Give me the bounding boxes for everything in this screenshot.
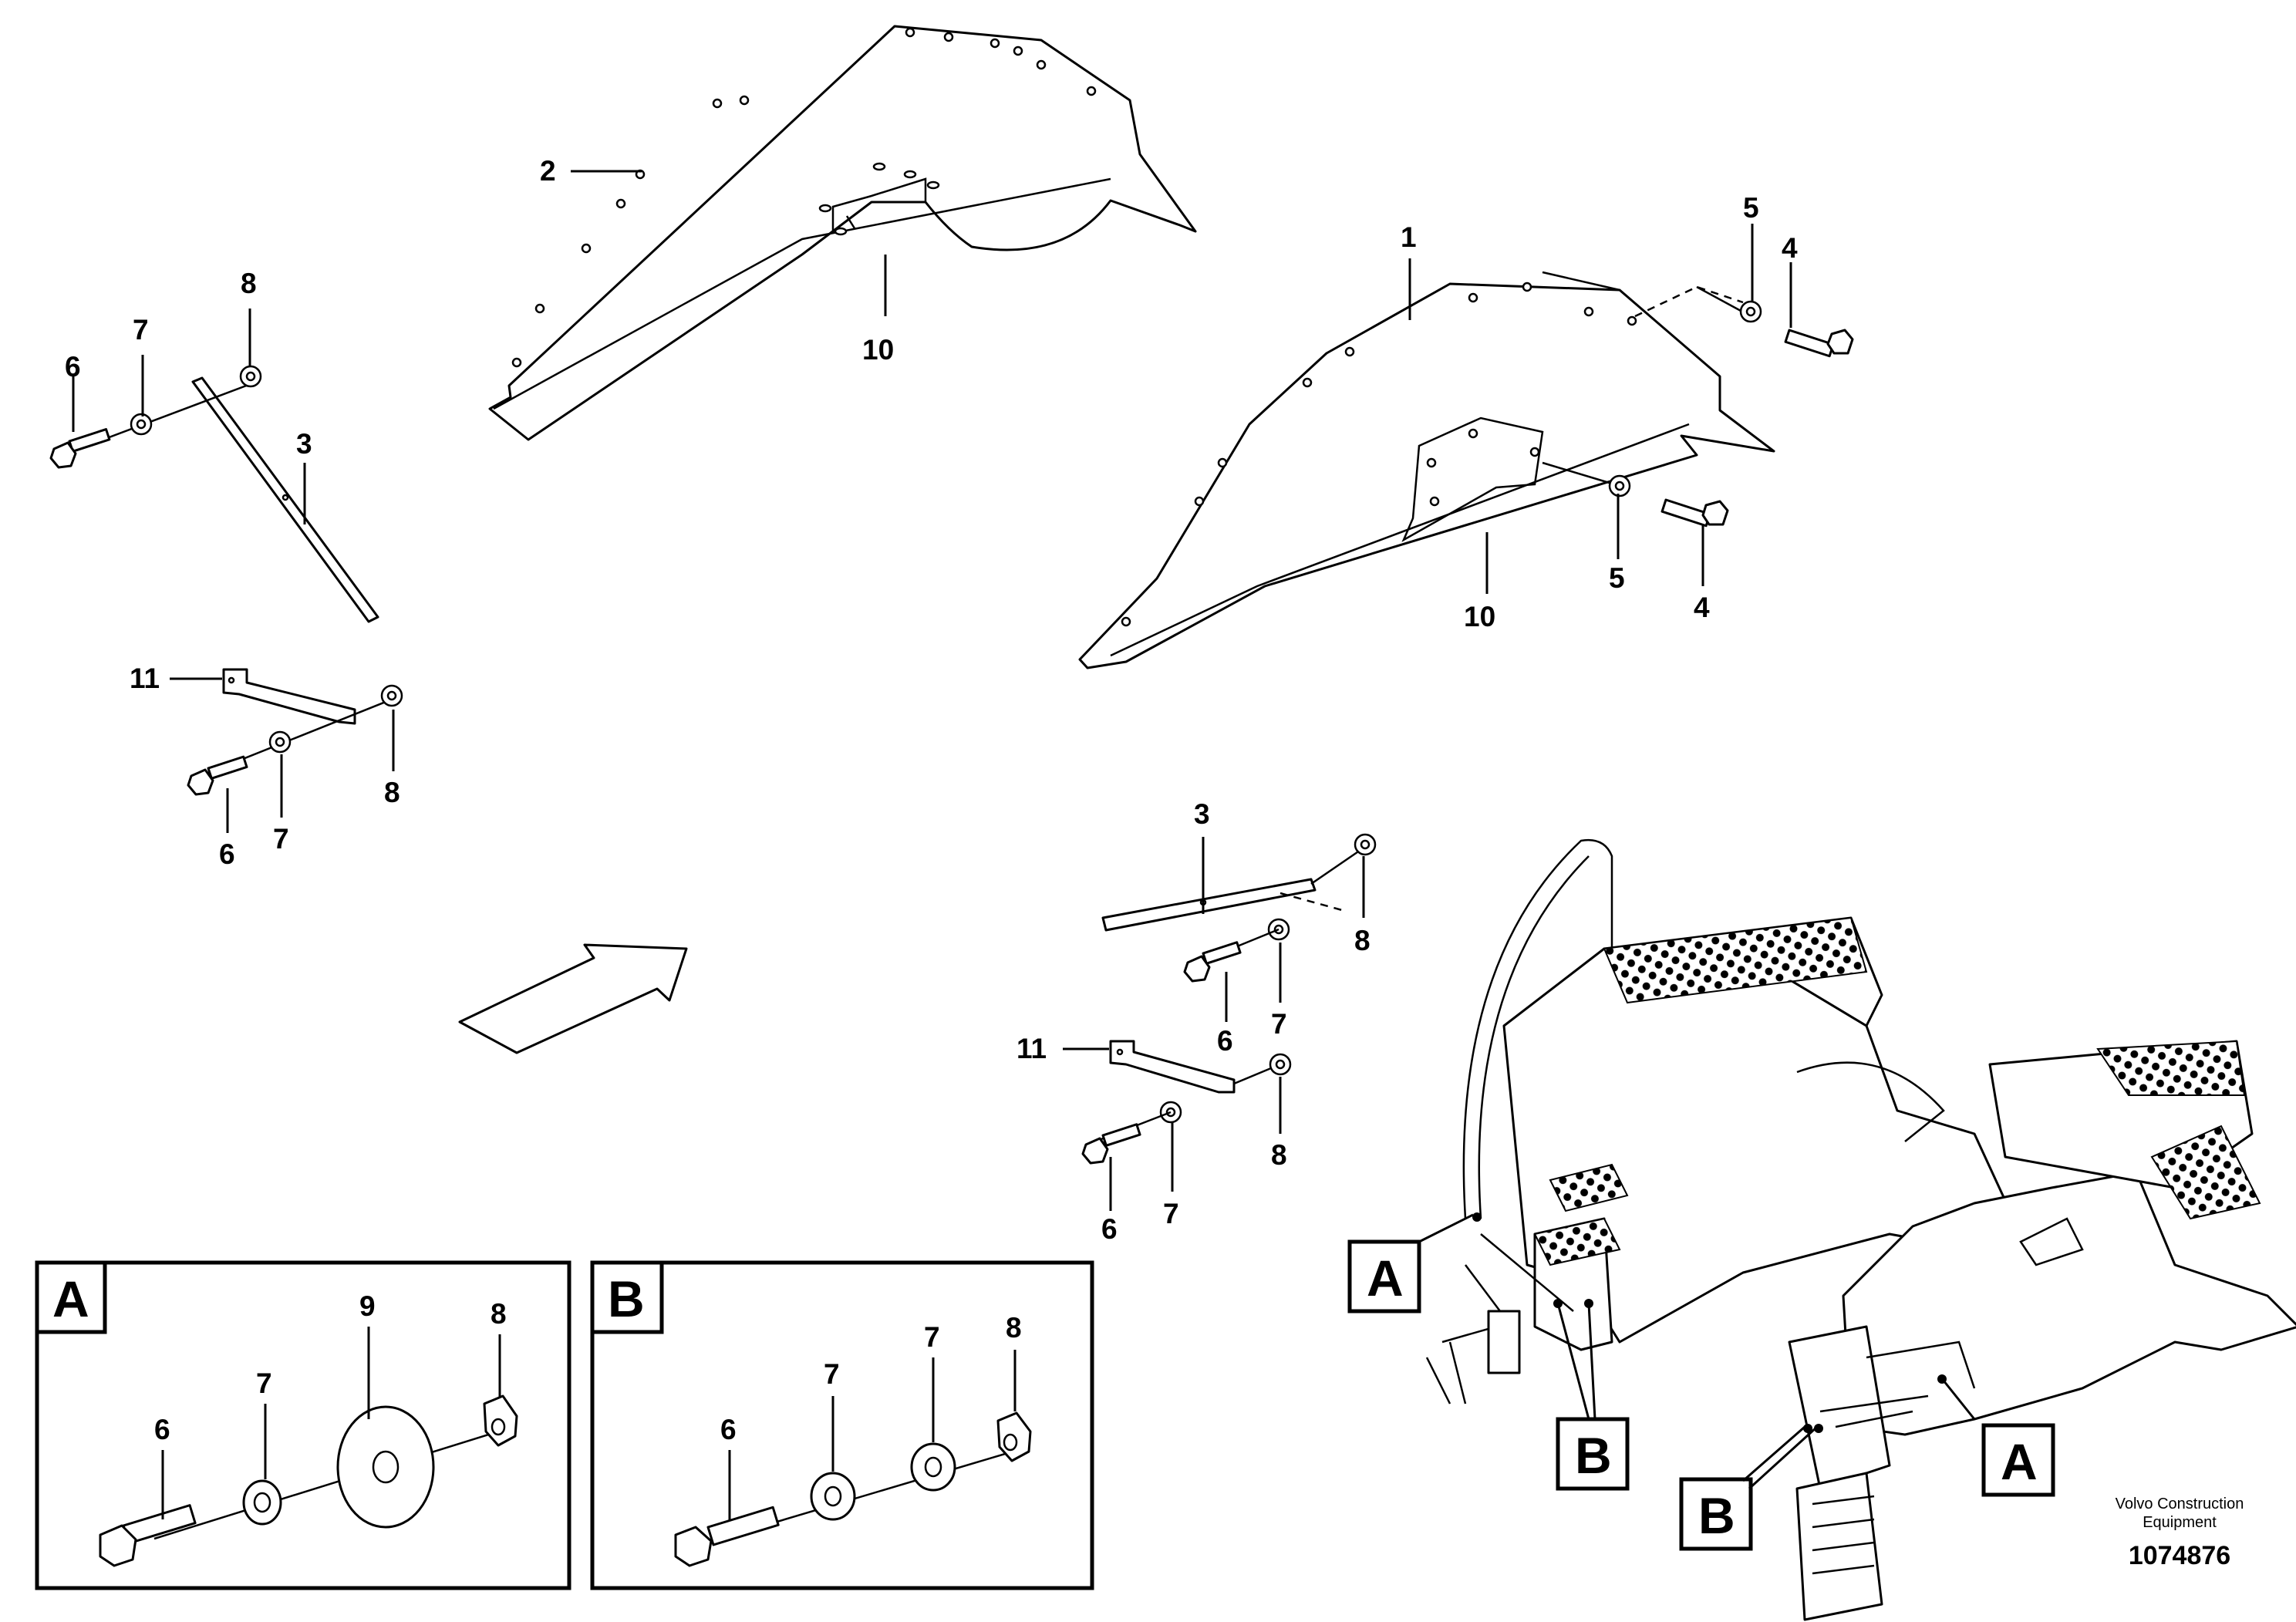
callout-10: 10 — [1464, 601, 1495, 632]
callout-7: 7 — [1163, 1198, 1179, 1229]
callout-6: 6 — [1101, 1213, 1118, 1245]
callout-5: 5 — [1743, 192, 1759, 224]
callout-7: 7 — [824, 1358, 840, 1390]
detail-label-a: A — [1367, 1249, 1404, 1307]
detail-label-b: B — [608, 1270, 645, 1327]
detail-labels: A B A B A B — [52, 1239, 2055, 1551]
callout-3: 3 — [1194, 798, 1210, 830]
detail-label-a: A — [52, 1270, 89, 1327]
callout-8: 8 — [1006, 1312, 1022, 1344]
detail-box-a — [35, 1260, 571, 1590]
machine-illustration — [1425, 838, 2296, 1621]
callout-7: 7 — [1271, 1008, 1287, 1040]
fastener-set-upper-right — [1542, 285, 1854, 528]
callout-8: 8 — [1271, 1139, 1287, 1171]
callout-8: 8 — [241, 268, 257, 299]
detail-box-b — [590, 1260, 1094, 1590]
callout-6: 6 — [154, 1414, 170, 1445]
callout-11: 11 — [1017, 1033, 1047, 1064]
callout-5: 5 — [1609, 562, 1625, 594]
callout-11: 11 — [130, 663, 160, 694]
callout-8: 8 — [491, 1298, 507, 1330]
screw — [1784, 329, 1835, 358]
callout-4: 4 — [1782, 232, 1798, 264]
bracket-set-right — [1081, 833, 1377, 1165]
callout-6: 6 — [720, 1414, 737, 1445]
callout-4: 4 — [1694, 592, 1710, 623]
callout-7: 7 — [133, 314, 149, 346]
bracket-set-left-lower — [187, 668, 403, 796]
screw — [1101, 1123, 1141, 1147]
leader-lines — [72, 170, 1976, 1521]
callout-6: 6 — [219, 838, 235, 870]
footer: Volvo Construction Equipment 1074876 — [2116, 1496, 2244, 1570]
company-name-line2: Equipment — [2143, 1514, 2217, 1531]
detail-label-b: B — [1575, 1427, 1612, 1484]
callout-7: 7 — [924, 1321, 940, 1353]
detail-label-a: A — [2001, 1433, 2038, 1490]
fender-part-2 — [488, 25, 1197, 441]
callout-6: 6 — [1217, 1025, 1233, 1057]
callout-10: 10 — [862, 334, 894, 366]
callout-6: 6 — [65, 351, 81, 383]
direction-arrow — [458, 943, 688, 1054]
callout-labels: 2 10 1 5 4 5 4 10 3 8 7 6 11 8 7 6 3 8 7… — [65, 155, 1798, 1445]
screw — [1202, 941, 1242, 965]
screw — [68, 428, 111, 453]
detail-label-b: B — [1698, 1487, 1735, 1544]
callout-1: 1 — [1401, 221, 1417, 253]
callout-7: 7 — [256, 1367, 272, 1399]
drawing-number: 1074876 — [2129, 1541, 2230, 1570]
screw — [706, 1506, 780, 1546]
callout-9: 9 — [359, 1290, 376, 1322]
fender-part-1 — [1078, 271, 1775, 669]
machine-markers — [1472, 1212, 1947, 1433]
callout-7: 7 — [273, 823, 289, 855]
callout-8: 8 — [384, 777, 400, 808]
callout-8: 8 — [1354, 925, 1371, 956]
bracket-set-left — [49, 365, 379, 623]
callout-2: 2 — [540, 155, 556, 187]
screw — [207, 755, 248, 780]
callout-3: 3 — [296, 428, 312, 460]
company-name: Volvo Construction — [2116, 1496, 2244, 1512]
